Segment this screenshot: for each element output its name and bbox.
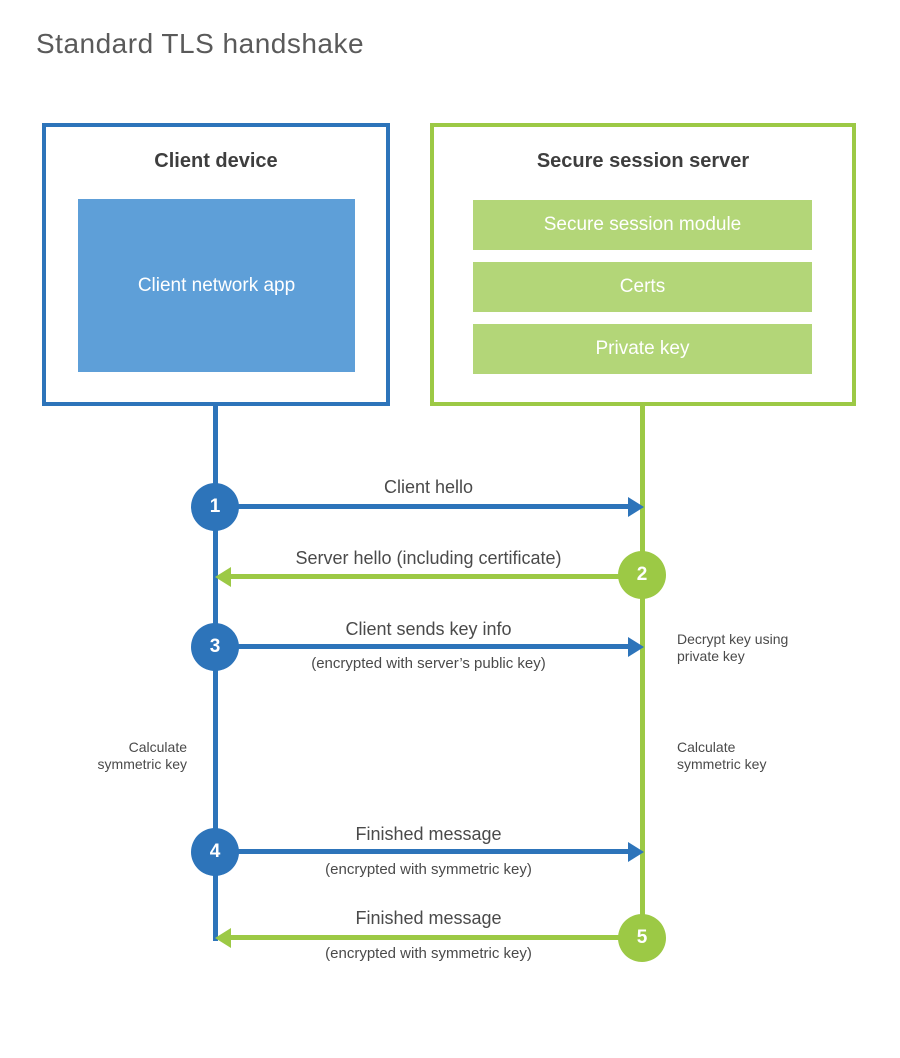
step-1-arrowhead-icon	[628, 497, 644, 517]
step-3-label: Client sends key info	[345, 619, 512, 639]
client-network-app-box: Client network app	[78, 199, 355, 372]
secure-session-server-title: Secure session server	[536, 150, 750, 172]
note-decrypt-key: Decrypt key using private key	[677, 631, 789, 665]
step-3-arrowhead-icon	[628, 637, 644, 657]
step-4-arrowhead-icon	[628, 842, 644, 862]
step-4-label: Finished message	[355, 824, 502, 844]
step-5-number: 5	[636, 927, 648, 948]
step-3-number: 3	[209, 636, 221, 657]
module-private-key: Private key	[473, 324, 812, 374]
note-calculate-symmetric-left: Calculate symmetric key	[97, 739, 187, 773]
note-calculate-symmetric-right: Calculate symmetric key	[677, 739, 767, 773]
secure-session-server-box: Secure session server Secure session mod…	[430, 123, 856, 406]
step-2-number: 2	[636, 564, 648, 585]
step-1-arrow-line	[215, 504, 629, 509]
step-5-arrow-line	[231, 935, 642, 940]
step-5-sublabel: (encrypted with symmetric key)	[325, 945, 532, 962]
step-1-number: 1	[209, 496, 221, 517]
step-4-badge: 4	[191, 828, 239, 876]
step-2-arrowhead-icon	[215, 567, 231, 587]
step-3-arrow-line	[215, 644, 629, 649]
step-5-badge: 5	[618, 914, 666, 962]
step-5-arrowhead-icon	[215, 928, 231, 948]
step-1-badge: 1	[191, 483, 239, 531]
step-2-label: Server hello (including certificate)	[295, 548, 562, 568]
server-lifeline	[640, 404, 645, 938]
client-network-app-label: Client network app	[137, 274, 296, 296]
step-3-sublabel: (encrypted with server’s public key)	[311, 655, 546, 672]
client-lifeline	[213, 404, 218, 941]
client-device-box: Client device Client network app	[42, 123, 390, 406]
step-4-sublabel: (encrypted with symmetric key)	[325, 861, 532, 878]
step-5-label: Finished message	[355, 908, 502, 928]
module-certs: Certs	[473, 262, 812, 312]
page-title: Standard TLS handshake	[36, 28, 365, 59]
step-4-arrow-line	[215, 849, 629, 854]
step-2-badge: 2	[618, 551, 666, 599]
step-4-number: 4	[209, 841, 221, 862]
module-secure-session: Secure session module	[473, 200, 812, 250]
step-3-badge: 3	[191, 623, 239, 671]
step-2-arrow-line	[231, 574, 642, 579]
step-1-label: Client hello	[383, 477, 474, 497]
client-device-title: Client device	[154, 150, 278, 172]
